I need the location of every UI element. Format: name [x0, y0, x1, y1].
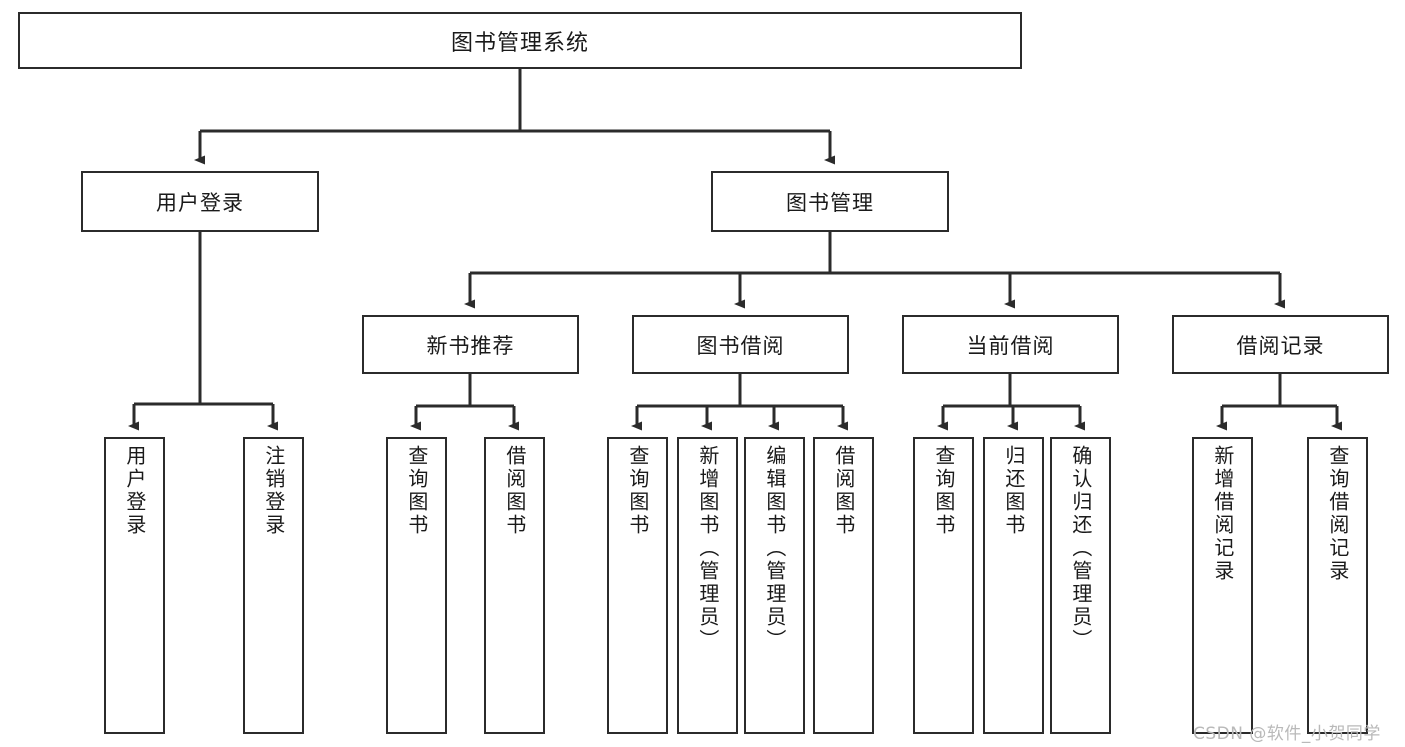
node-root-label: 图书管理系统: [450, 30, 589, 56]
node-leaf-label: 查询图书: [931, 445, 956, 537]
node-leaf-label: 借阅图书: [502, 445, 527, 537]
node-leaf-query-books-recommend[interactable]: 查询图书: [386, 437, 447, 734]
node-leaf-label: 用户登录: [122, 445, 147, 537]
node-leaf-label: 确认归还（管理员）: [1068, 445, 1093, 652]
node-book-management-label: 图书管理: [786, 190, 874, 215]
node-leaf-query-books-borrow[interactable]: 查询图书: [607, 437, 668, 734]
node-leaf-add-book-admin[interactable]: 新增图书（管理员）: [677, 437, 738, 734]
node-user-login-label: 用户登录: [156, 190, 244, 215]
node-leaf-edit-book-admin[interactable]: 编辑图书（管理员）: [744, 437, 805, 734]
node-leaf-label: 新增借阅记录: [1210, 445, 1235, 583]
node-leaf-label: 查询图书: [404, 445, 429, 537]
node-leaf-label: 归还图书: [1001, 445, 1026, 537]
node-leaf-query-borrow-record[interactable]: 查询借阅记录: [1307, 437, 1368, 734]
node-current-borrow[interactable]: 当前借阅: [902, 315, 1119, 374]
csdn-watermark: CSDN @软件_小贺同学: [1193, 724, 1381, 744]
node-leaf-logout[interactable]: 注销登录: [243, 437, 304, 734]
node-user-login[interactable]: 用户登录: [81, 171, 319, 232]
node-leaf-borrow-books[interactable]: 借阅图书: [813, 437, 874, 734]
node-leaf-label: 注销登录: [261, 445, 286, 537]
node-leaf-label: 编辑图书（管理员）: [762, 445, 787, 652]
node-leaf-borrow-books-recommend[interactable]: 借阅图书: [484, 437, 545, 734]
node-leaf-query-books-current[interactable]: 查询图书: [913, 437, 974, 734]
node-current-borrow-label: 当前借阅: [966, 333, 1055, 358]
node-borrow-records[interactable]: 借阅记录: [1172, 315, 1389, 374]
node-new-book-recommend-label: 新书推荐: [426, 333, 515, 358]
node-leaf-user-login[interactable]: 用户登录: [104, 437, 165, 734]
node-book-borrow[interactable]: 图书借阅: [632, 315, 849, 374]
node-new-book-recommend[interactable]: 新书推荐: [362, 315, 579, 374]
node-leaf-return-books[interactable]: 归还图书: [983, 437, 1044, 734]
node-book-management[interactable]: 图书管理: [711, 171, 949, 232]
node-borrow-records-label: 借阅记录: [1236, 333, 1325, 358]
node-leaf-label: 查询图书: [625, 445, 650, 537]
node-leaf-label: 借阅图书: [831, 445, 856, 537]
node-root-system[interactable]: 图书管理系统: [18, 12, 1022, 69]
node-leaf-label: 查询借阅记录: [1325, 445, 1350, 583]
node-leaf-add-borrow-record[interactable]: 新增借阅记录: [1192, 437, 1253, 734]
node-leaf-label: 新增图书（管理员）: [695, 445, 720, 652]
node-book-borrow-label: 图书借阅: [696, 333, 785, 358]
node-leaf-confirm-return-admin[interactable]: 确认归还（管理员）: [1050, 437, 1111, 734]
